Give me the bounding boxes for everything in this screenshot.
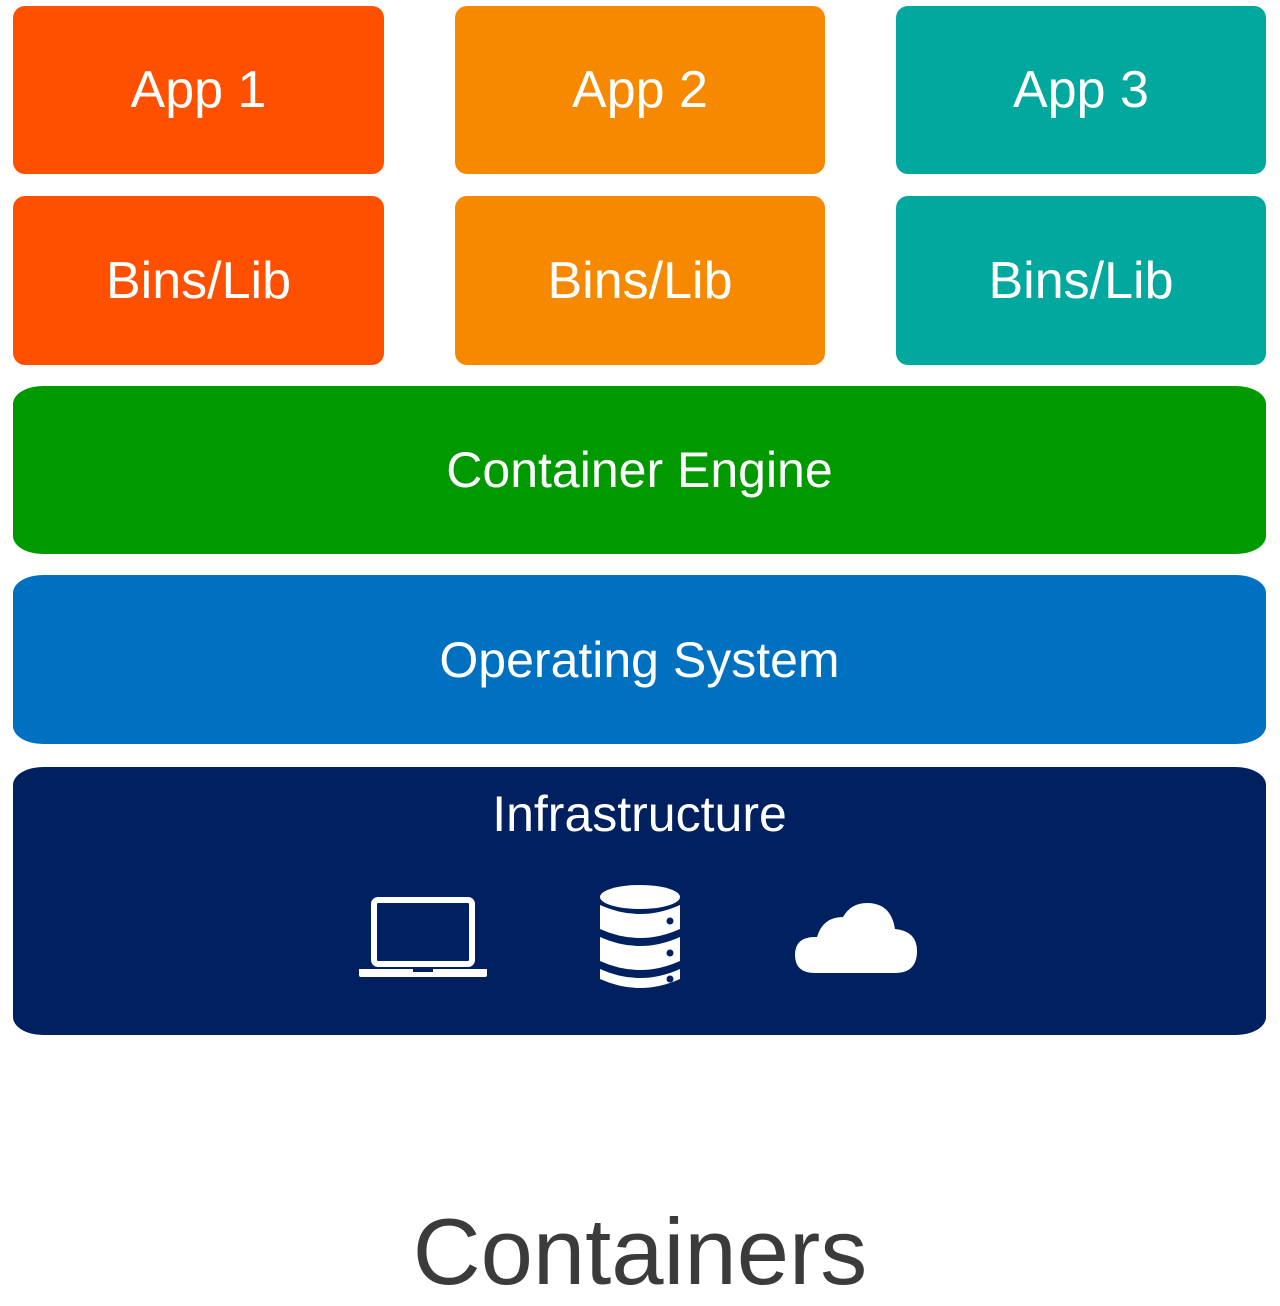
infrastructure-label: Infrastructure — [492, 786, 787, 842]
bins-lib-1-box: Bins/Lib — [13, 196, 384, 365]
infrastructure-layer: Infrastructure — [13, 767, 1266, 1035]
app-3-box: App 3 — [896, 6, 1266, 174]
cloud-icon — [795, 903, 917, 973]
bins-lib-2-label: Bins/Lib — [547, 251, 733, 310]
diagram-caption: Containers — [412, 1199, 868, 1304]
app-2-label: App 2 — [572, 61, 708, 119]
app-2-box: App 2 — [455, 6, 825, 174]
app-3-label: App 3 — [1013, 61, 1149, 119]
operating-system-layer: Operating System — [13, 575, 1266, 744]
bins-lib-3-label: Bins/Lib — [988, 251, 1174, 310]
container-engine-label: Container Engine — [446, 442, 833, 498]
laptop-icon — [359, 897, 487, 977]
app-1-box: App 1 — [13, 6, 384, 174]
operating-system-label: Operating System — [439, 631, 840, 688]
app-1-label: App 1 — [130, 61, 267, 119]
bins-lib-3-box: Bins/Lib — [896, 196, 1266, 365]
bins-lib-1-label: Bins/Lib — [106, 251, 291, 310]
container-engine-layer: Container Engine — [13, 386, 1266, 554]
database-icon — [600, 885, 680, 988]
bins-lib-2-box: Bins/Lib — [455, 196, 825, 365]
